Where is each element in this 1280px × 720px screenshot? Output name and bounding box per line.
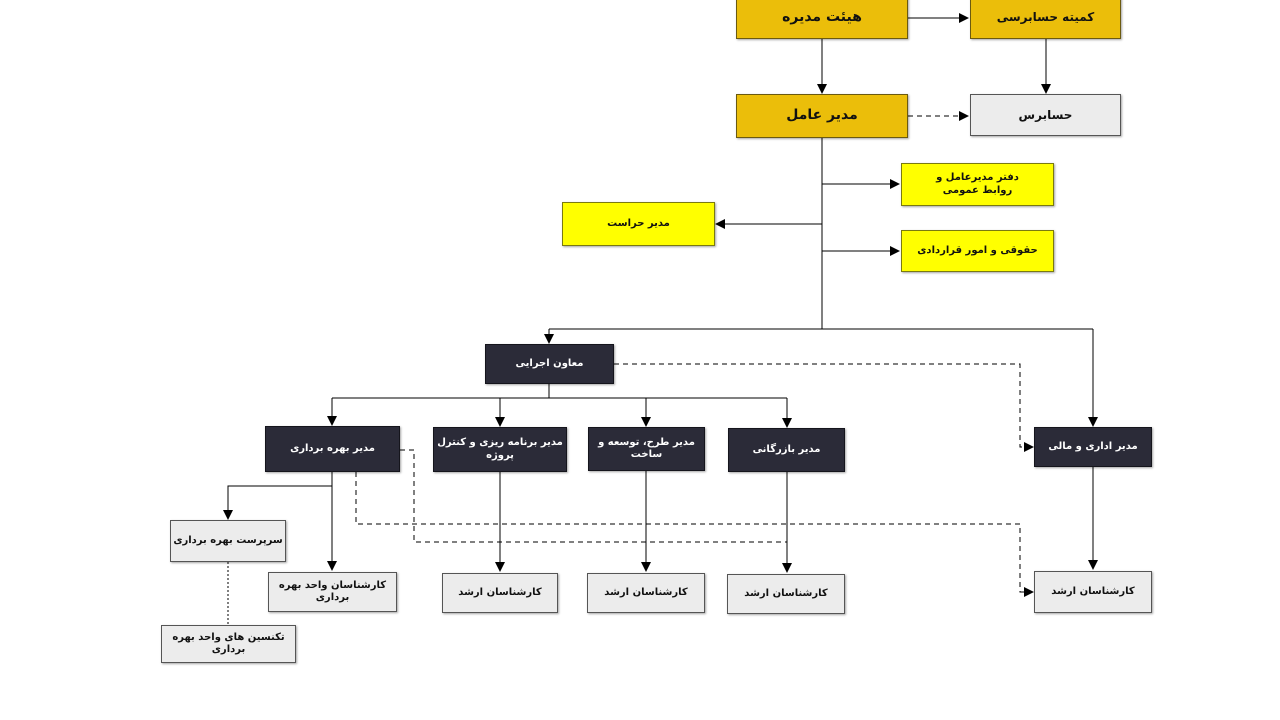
node-security-manager-label: مدیر حراست <box>607 217 670 229</box>
node-admin-finance-manager-label: مدیر اداری و مالی <box>1048 440 1138 452</box>
node-senior-experts-commercial[interactable]: کارشناسان ارشد <box>727 574 845 614</box>
node-operations-supervisor[interactable]: سرپرست بهره برداری <box>170 520 286 562</box>
node-operations-manager[interactable]: مدیر بهره برداری <box>265 426 400 472</box>
node-senior-experts-planning-label: کارشناسان ارشد <box>458 586 542 598</box>
node-senior-experts-admin[interactable]: کارشناسان ارشد <box>1034 571 1152 613</box>
node-operations-manager-label: مدیر بهره برداری <box>290 442 375 454</box>
node-senior-experts-admin-label: کارشناسان ارشد <box>1051 585 1135 597</box>
node-admin-finance-manager[interactable]: مدیر اداری و مالی <box>1034 427 1152 467</box>
node-ceo[interactable]: مدیر عامل <box>736 94 908 138</box>
node-board[interactable]: هیئت مدیره <box>736 0 908 39</box>
node-operations-unit-technicians-label: تکنسین های واحد بهره برداری <box>172 631 285 656</box>
node-senior-experts-design[interactable]: کارشناسان ارشد <box>587 573 705 613</box>
node-commercial-manager[interactable]: مدیر بازرگانی <box>728 428 845 472</box>
node-planning-control-manager[interactable]: مدیر برنامه ریزی و کنترل پروژه <box>433 427 567 472</box>
edge-deputy-admin-dashed <box>614 363 1034 452</box>
node-auditor-label: حسابرس <box>1018 107 1073 122</box>
node-executive-deputy[interactable]: معاون اجرایی <box>485 344 614 384</box>
edge-ops-supervisor <box>223 485 332 520</box>
node-ceo-office[interactable]: دفتر مدیرعامل و روابط عمومی <box>901 163 1054 206</box>
edge-ops-commercial-experts-dashed <box>400 449 787 543</box>
node-executive-deputy-label: معاون اجرایی <box>515 357 584 369</box>
node-operations-unit-technicians[interactable]: تکنسین های واحد بهره برداری <box>161 625 296 663</box>
node-senior-experts-commercial-label: کارشناسان ارشد <box>744 587 828 599</box>
node-board-label: هیئت مدیره <box>782 8 862 25</box>
node-legal-contracts-label: حقوقی و امور قراردادی <box>917 244 1038 256</box>
node-operations-unit-experts[interactable]: کارشناسان واحد بهره برداری <box>268 572 397 612</box>
node-senior-experts-design-label: کارشناسان ارشد <box>604 586 688 598</box>
node-operations-supervisor-label: سرپرست بهره برداری <box>173 534 283 546</box>
node-design-development-manager-label: مدیر طرح، توسعه و ساخت <box>598 436 695 461</box>
node-senior-experts-planning[interactable]: کارشناسان ارشد <box>442 573 558 613</box>
node-audit-committee-label: کمیته حسابرسی <box>996 10 1095 24</box>
node-ceo-office-label-line1: دفتر مدیرعامل و <box>936 172 1019 183</box>
node-design-development-manager[interactable]: مدیر طرح، توسعه و ساخت <box>588 427 705 471</box>
node-ceo-label: مدیر عامل <box>786 107 858 124</box>
node-ceo-office-label-line2: روابط عمومی <box>942 184 1013 196</box>
edge-ops-admin-experts-dashed <box>355 472 1034 597</box>
node-commercial-manager-label: مدیر بازرگانی <box>752 443 821 455</box>
node-operations-unit-experts-label: کارشناسان واحد بهره برداری <box>278 579 387 604</box>
node-legal-contracts[interactable]: حقوقی و امور قراردادی <box>901 230 1054 272</box>
node-security-manager[interactable]: مدیر حراست <box>562 202 715 246</box>
node-auditor[interactable]: حسابرس <box>970 94 1121 136</box>
node-audit-committee[interactable]: کمیته حسابرسی <box>970 0 1121 39</box>
node-planning-control-manager-label: مدیر برنامه ریزی و کنترل پروژه <box>437 437 563 461</box>
